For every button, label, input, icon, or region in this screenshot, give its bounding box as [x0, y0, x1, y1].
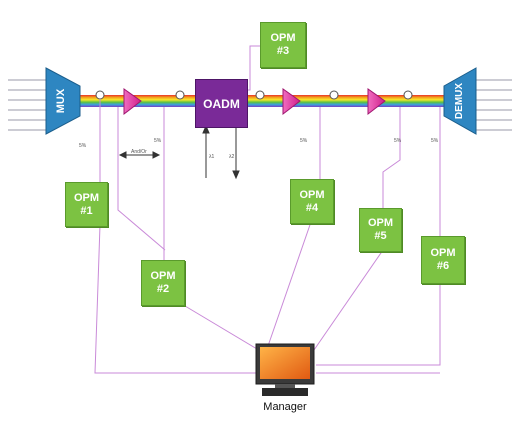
opm-unit-2: OPM #2 [141, 260, 185, 306]
oadm-block: OADM [195, 79, 248, 128]
opm-1-number: #1 [80, 204, 93, 217]
opm-unit-1: OPM #1 [65, 182, 108, 227]
opm-5-number: #5 [374, 230, 387, 242]
amplifier-1 [123, 88, 142, 116]
demux-block [443, 67, 477, 135]
demux-label: DEMUX [454, 83, 465, 119]
opm-6-number: #6 [436, 260, 450, 272]
mux-label: MUX [55, 88, 67, 113]
demux-output-fibers [474, 79, 512, 131]
drop-label-1: λ1 [209, 154, 215, 160]
amplifier-2 [282, 88, 301, 116]
opm-1-title: OPM [73, 191, 100, 204]
and-or-arrow [118, 151, 161, 159]
tap-label-2: 5% [154, 138, 162, 144]
opm-3-number: #3 [276, 45, 290, 57]
opm-unit-3: OPM #3 [260, 22, 306, 68]
manager-label: Manager [263, 401, 307, 413]
opm-unit-4: OPM #4 [290, 179, 334, 224]
monitoring-links [94, 45, 441, 374]
opm-6-title: OPM [430, 247, 456, 259]
amplifier-3 [367, 88, 386, 116]
and-or-label: And/Or [131, 149, 147, 155]
tap-couplers [95, 90, 413, 100]
tap-label-1: 5% [79, 143, 87, 149]
opm-4-title: OPM [299, 188, 325, 201]
drop-label-2: λ2 [229, 154, 235, 160]
opm-3-title: OPM [270, 32, 296, 44]
tap-label-5: 5% [431, 138, 439, 144]
opm-2-number: #2 [156, 283, 170, 295]
opm-unit-5: OPM #5 [359, 208, 402, 252]
mux-block [45, 67, 81, 135]
add-drop-arrows [202, 124, 240, 180]
opm-unit-6: OPM #6 [421, 236, 465, 284]
opm-4-number: #4 [305, 201, 319, 214]
mux-input-fibers [8, 79, 48, 131]
oadm-label: OADM [203, 96, 240, 111]
manager-computer-icon [255, 343, 315, 396]
tap-label-3: 5% [300, 138, 308, 144]
tap-label-4: 5% [394, 138, 402, 144]
opm-2-title: OPM [150, 270, 176, 282]
opm-5-title: OPM [367, 217, 394, 229]
wdm-trunk-right [246, 95, 446, 107]
